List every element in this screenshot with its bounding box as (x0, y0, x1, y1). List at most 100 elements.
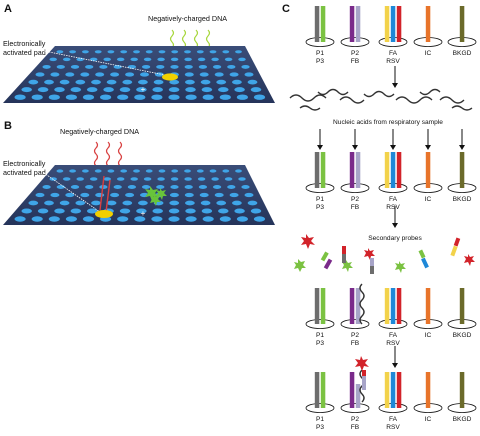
chip-well (222, 50, 230, 54)
chip-well (110, 72, 120, 77)
chip-well (127, 185, 137, 189)
chip-well (250, 87, 262, 93)
capture-probe (314, 372, 320, 408)
chip-well (99, 94, 112, 100)
capture-probe (314, 6, 320, 42)
chip-well (56, 50, 64, 54)
chip-well (50, 72, 60, 77)
chip-well (241, 64, 250, 69)
panel-a-pointer (43, 50, 166, 76)
site-pad (305, 319, 335, 329)
chip-well (222, 169, 230, 173)
chip-well (110, 192, 120, 198)
chip-well (65, 216, 78, 222)
capture-probe (384, 6, 390, 42)
chip-well (200, 79, 211, 85)
panel-a: A Negatively-charged DNA Electronically … (3, 3, 275, 103)
chip-well (241, 185, 250, 189)
capture-probe (459, 372, 465, 408)
site-label-line1: FA (389, 50, 398, 57)
site-label-line2: RSV (386, 424, 400, 431)
chip-well (80, 72, 90, 77)
chip-well (184, 192, 194, 198)
capture-site: BKGD (447, 152, 477, 203)
chip-well (56, 64, 65, 69)
chip-well (106, 200, 117, 206)
chip-well (113, 185, 122, 189)
site-label-line1: P1 (316, 416, 324, 423)
chip-well (152, 208, 163, 214)
chip-well (235, 50, 242, 54)
chip-well (85, 64, 94, 69)
chip-well (116, 57, 125, 62)
chip-well (82, 169, 89, 173)
chip-well (62, 57, 71, 62)
chip-well (31, 216, 43, 222)
capture-probe (390, 6, 396, 42)
capture-probe (384, 288, 390, 324)
chip-well (184, 50, 191, 54)
capture-probe (390, 288, 396, 324)
chip-well (59, 200, 70, 206)
chip-well (70, 64, 80, 69)
panel-b-activated-pad (95, 210, 113, 218)
capture-probe (459, 152, 465, 188)
chip-well (253, 94, 266, 100)
chip-well (14, 94, 26, 100)
chip-well (103, 57, 111, 62)
panel-b-pointer (43, 172, 101, 213)
chip-well (94, 50, 102, 54)
chip-well (48, 216, 60, 222)
chip-well (156, 64, 165, 69)
capture-probe (314, 288, 320, 324)
site-pad (305, 403, 335, 413)
chip-well (99, 64, 108, 69)
panel-b-captured-cluster (145, 186, 167, 206)
chip-well (234, 87, 245, 93)
arrow-3-head (392, 363, 398, 368)
panel-a-plus: + (141, 85, 146, 94)
chip-well (133, 169, 140, 173)
chip-well (202, 94, 214, 100)
chip-well (70, 87, 82, 93)
chip-well (170, 57, 179, 62)
chip-well (136, 208, 147, 214)
chip-well (185, 87, 196, 93)
capture-site: BKGD (447, 6, 477, 57)
chip-well (219, 94, 231, 100)
chip-well (117, 94, 129, 100)
chip-well (113, 64, 122, 69)
chip-well (168, 94, 180, 100)
chip-well (158, 50, 166, 54)
capture-probe (314, 152, 320, 188)
chip-well (227, 64, 236, 69)
secondary-probes-label: Secondary probes (368, 235, 422, 242)
chip-well (130, 177, 138, 181)
chip-well (232, 79, 242, 85)
site-label-line2: P3 (316, 340, 324, 347)
chip-well (168, 216, 180, 222)
chip-well (198, 185, 208, 189)
chip-well (184, 57, 192, 62)
arrows-to-row-2 (319, 129, 463, 146)
chip-well (227, 185, 236, 189)
chip-well (184, 64, 193, 69)
chip-well (216, 200, 227, 206)
chip-well (119, 87, 131, 93)
panel-a-activated-pad (162, 73, 178, 81)
capture-probe (425, 152, 431, 188)
chip-well (209, 169, 217, 173)
chip-well (214, 72, 224, 77)
chip-well (171, 169, 179, 173)
chip-well (35, 72, 45, 77)
chip-well (170, 177, 179, 181)
site-label-line1: P2 (351, 50, 359, 57)
capture-probe (349, 6, 355, 42)
chip-well (91, 79, 101, 85)
chip-well (62, 177, 71, 181)
